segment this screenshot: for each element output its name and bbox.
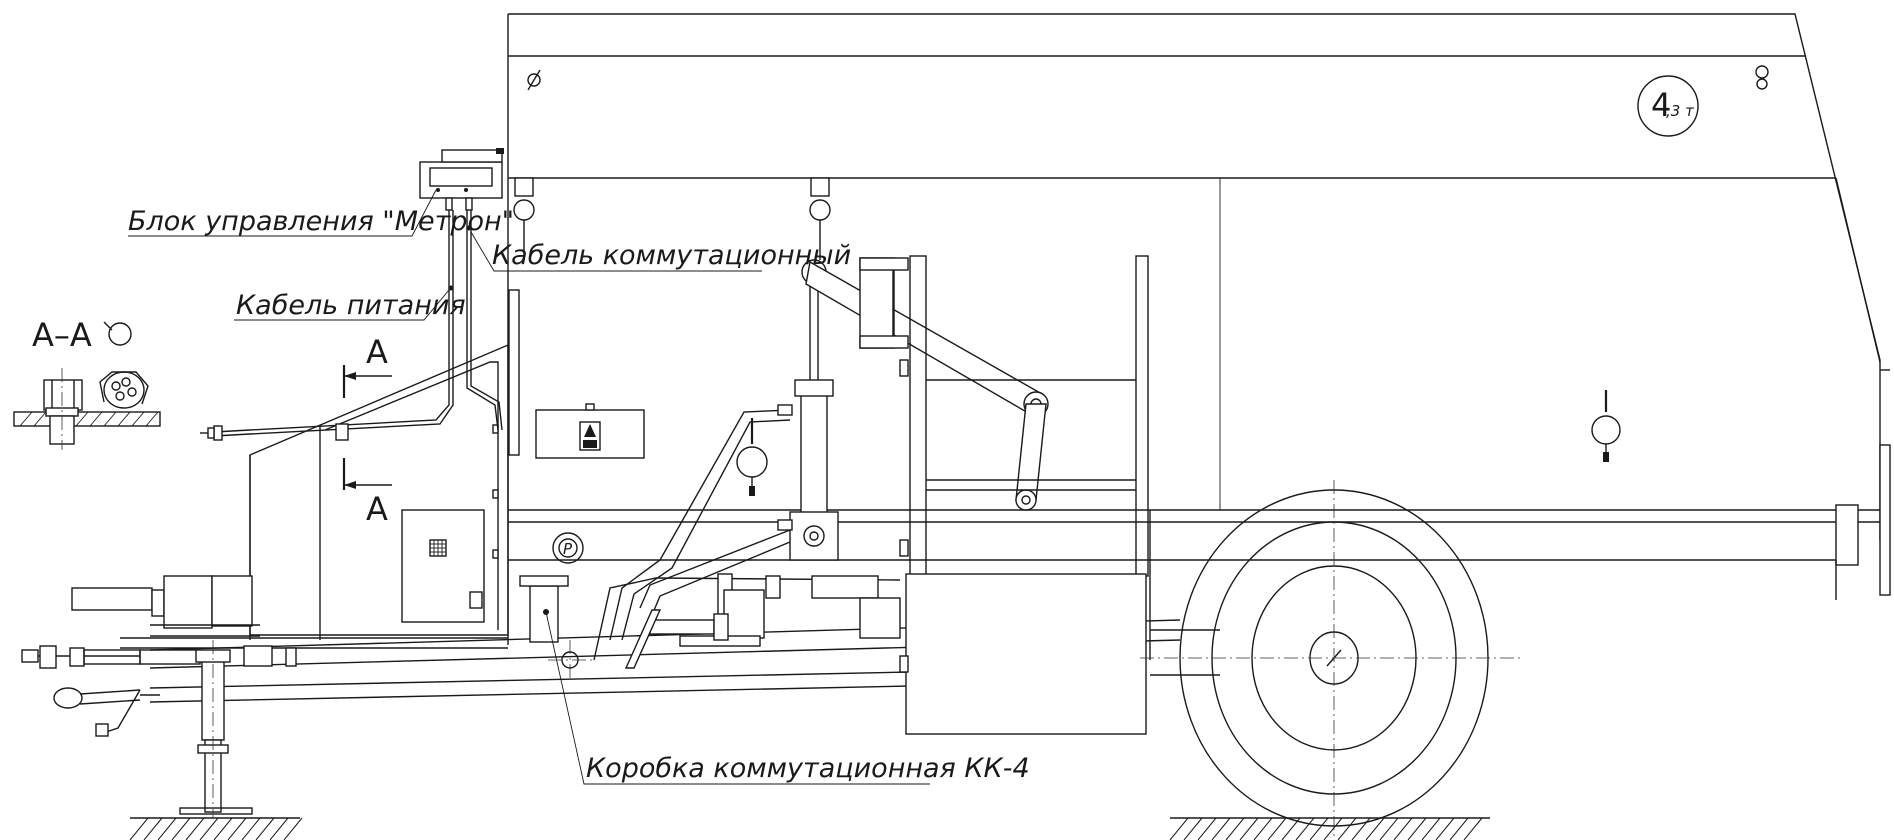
lift-arm-linkage bbox=[805, 260, 1049, 511]
section-detail: А–А bbox=[13, 316, 161, 450]
capacity-value: 4 bbox=[1651, 86, 1671, 124]
lower-assemblies: P bbox=[519, 532, 901, 680]
hydraulic-cylinder bbox=[789, 259, 839, 561]
ground-hatch-wheel bbox=[1169, 817, 1490, 840]
power-cable bbox=[200, 210, 454, 441]
control-unit-label: Блок управления "Метрон" bbox=[128, 206, 514, 237]
label-switching-box: Коробка коммутационная КК-4 bbox=[543, 609, 1030, 785]
capacity-unit: ,3 т bbox=[1666, 102, 1695, 120]
switching-box-label: Коробка коммутационная КК-4 bbox=[586, 753, 1030, 784]
drawbar-hitch bbox=[21, 575, 297, 737]
power-cable-label: Кабель питания bbox=[236, 290, 466, 321]
section-mark-top: А bbox=[366, 333, 388, 371]
control-unit-metron bbox=[419, 148, 504, 211]
svg-text:P: P bbox=[563, 540, 573, 558]
capacity-badge: 4 ,3 т bbox=[1637, 75, 1699, 137]
label-control-unit: Блок управления "Метрон" bbox=[128, 189, 514, 237]
pressure-gauge bbox=[736, 418, 768, 496]
label-switching-cable: Кабель коммутационный bbox=[470, 231, 851, 272]
ground-hatch-front bbox=[129, 817, 303, 840]
section-mark-bottom: А bbox=[366, 490, 388, 528]
warning-sign-panel bbox=[535, 403, 645, 459]
level-indicator-right bbox=[1591, 390, 1621, 462]
discharge-frame bbox=[899, 255, 1151, 735]
wheel bbox=[1140, 480, 1520, 836]
jack-stand bbox=[179, 640, 253, 818]
label-power-cable: Кабель питания bbox=[234, 289, 466, 321]
front-housing bbox=[249, 289, 520, 640]
section-title: А–А bbox=[32, 316, 92, 354]
switching-cable-label: Кабель коммутационный bbox=[492, 240, 851, 271]
section-marker: А А bbox=[342, 333, 392, 528]
hopper-body bbox=[507, 13, 1891, 645]
switching-cable bbox=[466, 210, 503, 431]
arm-bracket bbox=[859, 257, 909, 349]
